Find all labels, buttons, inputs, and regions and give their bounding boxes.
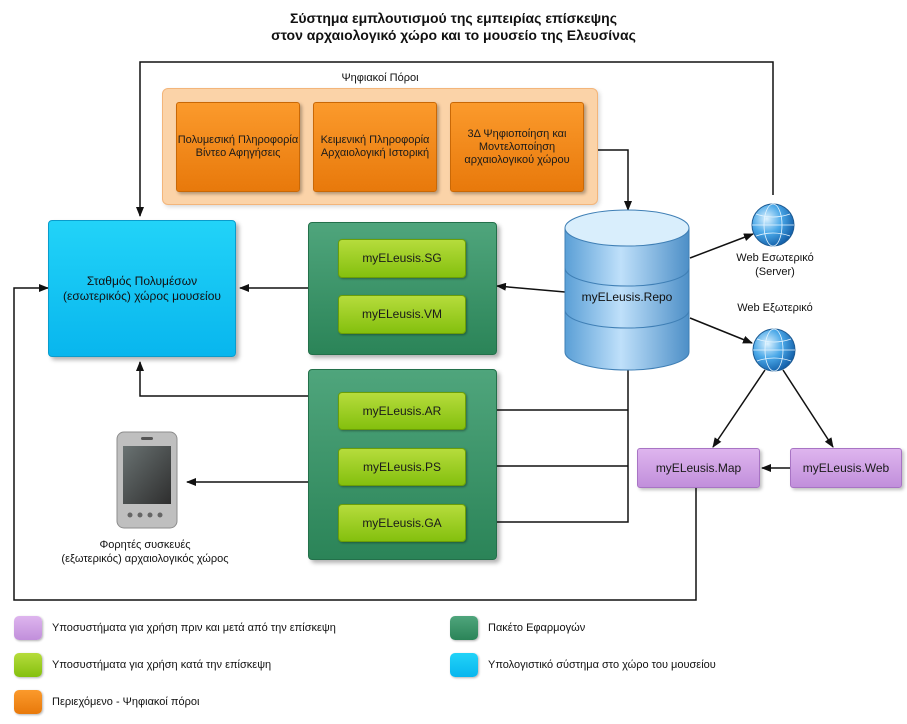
diagram-title-line1: Σύστημα εμπλουτισμού της εμπειρίας επίσκ… bbox=[289, 10, 617, 26]
arrow-resources-to-repo bbox=[595, 149, 632, 211]
legend-orange-label: Περιεχόμενο - Ψηφιακοί πόροι bbox=[52, 696, 200, 708]
legend-swatch-orange bbox=[14, 690, 42, 714]
web-external-label: Web Εξωτερικό bbox=[737, 302, 813, 314]
station-line2: (εσωτερικός) χώρος μουσείου bbox=[63, 288, 221, 303]
repo-label: myELeusis.Repo bbox=[581, 290, 673, 304]
app-ar: myELeusis.AR bbox=[338, 392, 466, 430]
legend-swatch-purple bbox=[14, 616, 42, 640]
web-internal-line1: Web Εσωτερικό bbox=[736, 252, 814, 264]
globe-external-icon bbox=[752, 328, 796, 372]
web-subsystem: myELeusis.Web bbox=[790, 448, 902, 488]
arrow-ar-to-station bbox=[136, 361, 338, 397]
arrow-web-external-to-map bbox=[712, 369, 766, 448]
resource-multimedia: Πολυμεσική Πληροφορία Βίντεο Αφηγήσεις bbox=[176, 102, 300, 192]
legend-cyan-label: Υπολογιστικό σύστημα στο χώρο του μουσεί… bbox=[488, 659, 716, 671]
diagram-title-line2: στον αρχαιολογικό χώρο και το μουσείο τη… bbox=[271, 27, 636, 43]
app-ps: myELeusis.PS bbox=[338, 448, 466, 486]
globe-internal-icon bbox=[751, 203, 795, 247]
legend-teal-label: Πακέτο Εφαρμογών bbox=[488, 622, 586, 634]
arrow-map-to-station bbox=[13, 284, 697, 601]
map-subsystem: myELeusis.Map bbox=[637, 448, 760, 488]
station-line1: Σταθμός Πολυμέσων bbox=[86, 273, 198, 288]
mobile-line2: (εξωτερικός) αρχαιολογικός χώρος bbox=[61, 553, 229, 565]
arrow-repo-to-web-external bbox=[689, 317, 753, 344]
legend-swatch-cyan bbox=[450, 653, 478, 677]
arrow-repo-to-package-top bbox=[496, 282, 566, 293]
app-vm: myELeusis.VM bbox=[338, 295, 466, 334]
arrow-repo-to-apps bbox=[469, 370, 629, 526]
legend-green-label: Υποσυστήματα για χρήση κατά την επίσκεψη bbox=[52, 659, 272, 671]
app-ga: myELeusis.GA bbox=[338, 504, 466, 542]
resource-text: Κειμενική Πληροφορία Αρχαιολογική Ιστορι… bbox=[313, 102, 437, 192]
legend-swatch-green bbox=[14, 653, 42, 677]
mobile-line1: Φορητές συσκευές bbox=[99, 539, 191, 551]
digital-resources-label: Ψηφιακοί Πόροι bbox=[341, 72, 419, 84]
web-internal-line2: (Server) bbox=[755, 266, 795, 278]
resource-3d: 3Δ Ψηφιοποίηση και Μοντελοποίηση αρχαιολ… bbox=[450, 102, 584, 192]
app-sg: myELeusis.SG bbox=[338, 239, 466, 278]
legend-swatch-teal bbox=[450, 616, 478, 640]
arrow-repo-to-web-internal bbox=[689, 233, 754, 259]
arrow-server-to-station bbox=[136, 61, 774, 217]
multimedia-station: Σταθμός Πολυμέσων (εσωτερικός) χώρος μου… bbox=[48, 220, 236, 357]
legend-purple-label: Υποσυστήματα για χρήση πριν και μετά από… bbox=[52, 622, 336, 634]
arrow-web-external-to-web bbox=[782, 369, 834, 448]
